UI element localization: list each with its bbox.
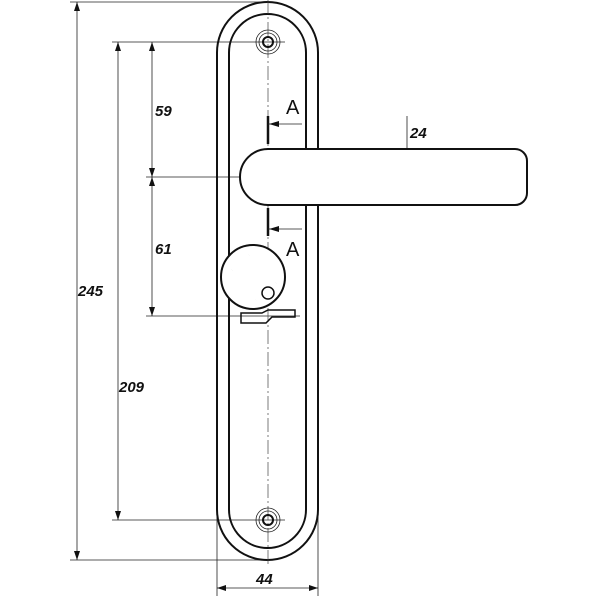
screw-top [255, 29, 281, 55]
dim-handle-height: 24 [409, 125, 427, 142]
dim-screw-spacing: 209 [118, 379, 145, 396]
dim-total-height: 245 [77, 283, 104, 300]
dim-top-to-handle: 59 [155, 103, 172, 120]
lock-turn [220, 244, 286, 310]
lock-cam [240, 309, 296, 324]
section-marker-top [266, 116, 302, 144]
section-label-top: A [286, 97, 300, 119]
dim-handle-to-lock: 61 [155, 241, 172, 258]
section-marker-bottom [266, 208, 302, 236]
section-label-bottom: A [286, 239, 300, 261]
dim-plate-width: 44 [255, 571, 273, 588]
screw-bottom [255, 507, 281, 533]
lever-handle [239, 148, 528, 206]
